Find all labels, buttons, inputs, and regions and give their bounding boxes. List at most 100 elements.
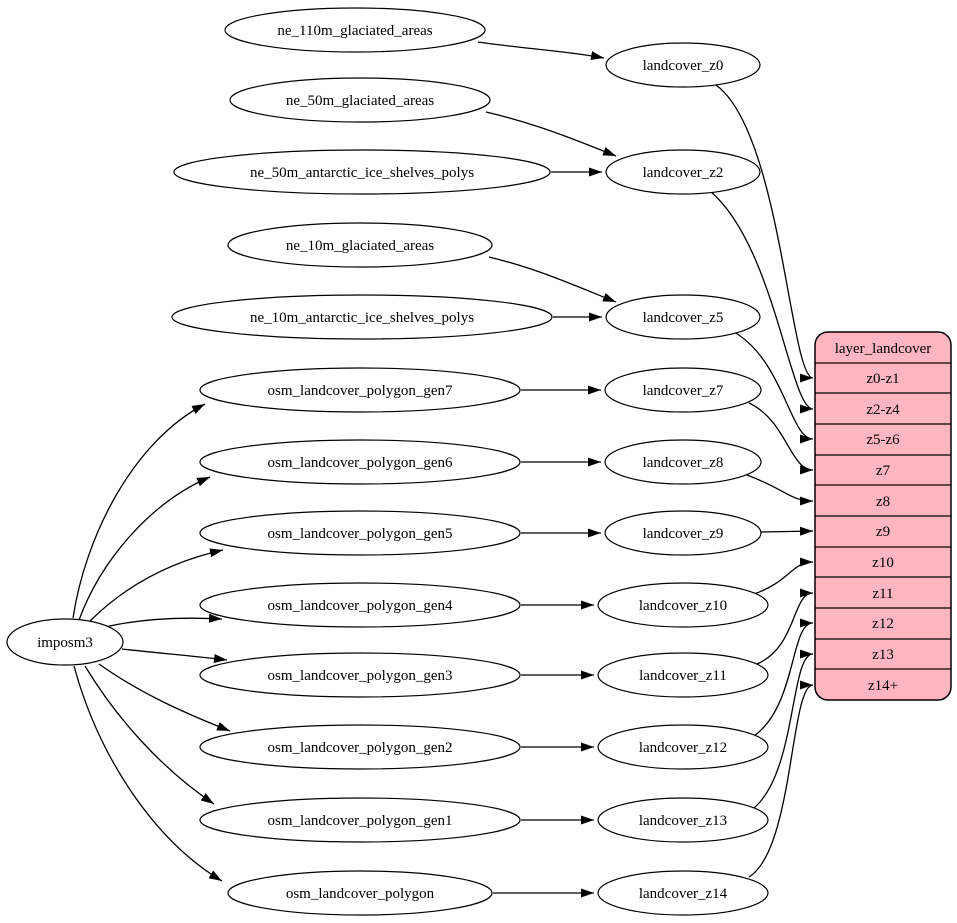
edge-imposm3-to-osm_landcover_polygon: [73, 665, 223, 882]
node-ellipse: [605, 149, 761, 195]
edge-ne_50m_glaciated_areas-to-landcover_z2: [485, 111, 617, 157]
edge-imposm3-to-osm_landcover_polygon_gen6: [78, 476, 211, 621]
node-label: ne_50m_antarctic_ice_shelves_polys: [250, 165, 474, 181]
edge-landcover_z14-to-row-z14plus: [748, 680, 814, 878]
node-label: osm_landcover_polygon_gen1: [268, 813, 453, 829]
node-landcover_z11: landcover_z11: [597, 652, 769, 698]
node-label: osm_landcover_polygon: [286, 886, 435, 902]
table-layer_landcover: layer_landcover z0-z1 z2-z4 z5-z6 z7 z8 …: [814, 331, 952, 701]
table-row-z9: z9: [876, 524, 890, 540]
node-ellipse: [199, 797, 521, 843]
node-ellipse: [199, 439, 521, 485]
node-label: landcover_z12: [639, 740, 727, 756]
edge-landcover_z13-to-row-z13: [753, 649, 814, 809]
edge-landcover_z10-to-row-z10: [753, 557, 814, 595]
edges-layer: [72, 41, 814, 898]
edge-landcover_z11-to-row-z11: [756, 588, 814, 665]
node-ne_110m_glaciated_areas: ne_110m_glaciated_areas: [224, 7, 486, 53]
node-ellipse: [597, 582, 769, 628]
node-ne_50m_glaciated_areas: ne_50m_glaciated_areas: [229, 77, 491, 123]
node-ellipse: [605, 294, 761, 340]
table-row-z0-z1: z0-z1: [866, 371, 899, 387]
edge-landcover_z5-to-row-z5-z6: [733, 331, 814, 444]
node-landcover_z5: landcover_z5: [605, 294, 761, 340]
node-label: ne_110m_glaciated_areas: [277, 23, 432, 39]
node-ellipse: [597, 870, 769, 916]
node-ne_10m_antarctic_ice_shelves_polys: ne_10m_antarctic_ice_shelves_polys: [171, 294, 553, 340]
node-label: osm_landcover_polygon_gen4: [268, 598, 453, 614]
node-landcover_z12: landcover_z12: [597, 724, 769, 770]
table-row-z11: z11: [872, 586, 893, 602]
node-label: osm_landcover_polygon_gen5: [268, 526, 453, 542]
edge-ne_110m_glaciated_areas-to-landcover_z0: [477, 41, 605, 61]
table-row-z5-z6: z5-z6: [866, 432, 900, 448]
edge-imposm3-to-osm_landcover_polygon_gen3: [121, 648, 228, 663]
node-ellipse: [199, 510, 521, 556]
node-ellipse: [227, 222, 493, 268]
node-label: landcover_z7: [643, 383, 724, 399]
node-osm_landcover_polygon_gen5: osm_landcover_polygon_gen5: [199, 510, 521, 556]
node-label: imposm3: [37, 635, 93, 651]
node-label: ne_10m_antarctic_ice_shelves_polys: [250, 310, 474, 326]
table-row-z14plus: z14+: [868, 678, 898, 694]
node-label: osm_landcover_polygon_gen7: [268, 383, 453, 399]
node-osm_landcover_polygon_gen3: osm_landcover_polygon_gen3: [199, 652, 521, 698]
edge-landcover_z9-to-row-z9: [760, 526, 814, 536]
edge-ne_10m_glaciated_areas-to-landcover_z5: [488, 256, 617, 303]
node-ellipse: [604, 510, 762, 556]
node-label: ne_50m_glaciated_areas: [286, 93, 434, 109]
node-osm_landcover_polygon_gen6: osm_landcover_polygon_gen6: [199, 439, 521, 485]
node-landcover_z7: landcover_z7: [604, 367, 762, 413]
node-label: landcover_z2: [643, 165, 724, 181]
node-label: landcover_z13: [639, 813, 727, 829]
edge-imposm3-to-osm_landcover_polygon_gen2: [98, 663, 231, 732]
table-row-z8: z8: [876, 494, 890, 510]
node-landcover_z8: landcover_z8: [604, 439, 762, 485]
edge-landcover_z8-to-row-z8: [746, 474, 814, 506]
table-row-z7: z7: [876, 463, 891, 479]
node-ne_50m_antarctic_ice_shelves_polys: ne_50m_antarctic_ice_shelves_polys: [173, 149, 551, 195]
node-label: landcover_z8: [643, 455, 724, 471]
edge-imposm3-to-osm_landcover_polygon_gen1: [84, 665, 215, 805]
node-ne_10m_glaciated_areas: ne_10m_glaciated_areas: [227, 222, 493, 268]
edge-imposm3-to-osm_landcover_polygon_gen4: [104, 613, 223, 628]
edge-imposm3-to-osm_landcover_polygon_gen7: [72, 403, 206, 619]
edge-landcover_z2-to-row-z2-z4: [709, 190, 814, 414]
node-label: landcover_z14: [639, 886, 728, 902]
node-landcover_z13: landcover_z13: [597, 797, 769, 843]
node-ellipse: [605, 42, 761, 88]
table-title: layer_landcover: [835, 341, 932, 357]
node-ellipse: [597, 797, 769, 843]
node-ellipse: [229, 77, 491, 123]
node-osm_landcover_polygon: osm_landcover_polygon: [227, 870, 493, 916]
table-row-z12: z12: [872, 616, 894, 632]
node-ellipse: [597, 652, 769, 698]
node-label: ne_10m_glaciated_areas: [286, 238, 434, 254]
edge-landcover_z7-to-row-z7: [748, 402, 814, 475]
edge-landcover_z12-to-row-z12: [753, 618, 814, 737]
node-label: osm_landcover_polygon_gen6: [268, 455, 453, 471]
node-ellipse: [199, 724, 521, 770]
node-landcover_z10: landcover_z10: [597, 582, 769, 628]
edge-landcover_z0-to-row-z0-z1: [715, 84, 814, 383]
node-label: landcover_z11: [639, 668, 727, 684]
node-ellipse: [604, 367, 762, 413]
node-landcover_z2: landcover_z2: [605, 149, 761, 195]
node-label: osm_landcover_polygon_gen3: [268, 668, 453, 684]
node-label: landcover_z0: [643, 58, 724, 74]
node-ellipse: [6, 618, 124, 666]
node-ellipse: [199, 367, 521, 413]
table-row-z2-z4: z2-z4: [866, 402, 900, 418]
node-landcover_z0: landcover_z0: [605, 42, 761, 88]
table-row-z13: z13: [872, 647, 894, 663]
node-ellipse: [199, 582, 521, 628]
node-label: landcover_z10: [639, 598, 727, 614]
node-osm_landcover_polygon_gen2: osm_landcover_polygon_gen2: [199, 724, 521, 770]
node-osm_landcover_polygon_gen1: osm_landcover_polygon_gen1: [199, 797, 521, 843]
node-ellipse: [227, 870, 493, 916]
node-osm_landcover_polygon_gen4: osm_landcover_polygon_gen4: [199, 582, 521, 628]
node-label: landcover_z5: [643, 310, 724, 326]
node-landcover_z9: landcover_z9: [604, 510, 762, 556]
